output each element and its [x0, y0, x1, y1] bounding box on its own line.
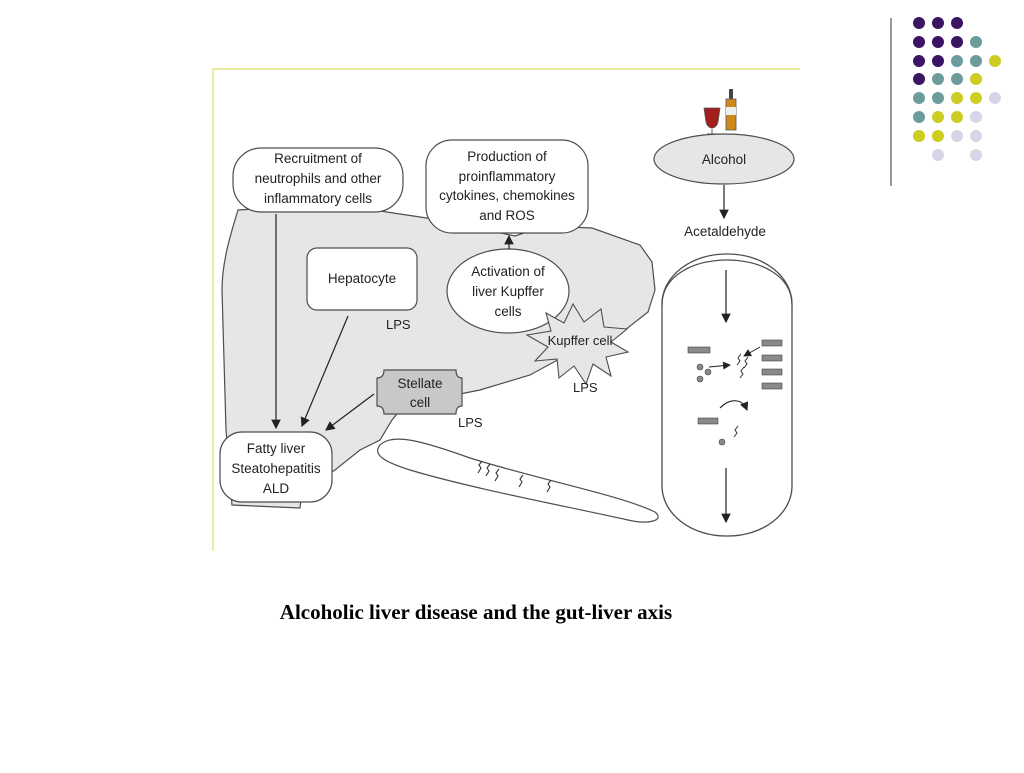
lps-label-stellate: LPS: [458, 415, 483, 430]
kupffer-cell-label: Kupffer cell: [548, 333, 613, 348]
stellate-cell-box: [376, 369, 463, 415]
bacteria-icon: [477, 460, 552, 493]
stellate-line-1: Stellate: [397, 376, 442, 391]
activation-oval: [446, 248, 570, 334]
production-box: [425, 139, 589, 234]
hepatocyte-box: [306, 247, 418, 311]
hepatocyte-label: Hepatocyte: [328, 271, 396, 286]
acetaldehyde-label: Acetaldehyde: [684, 224, 766, 239]
production-line-2: proinflammatory: [459, 169, 556, 184]
recruitment-line-2: neutrophils and other: [255, 171, 382, 186]
lps-label-kupffer: LPS: [573, 380, 598, 395]
activation-line-3: cells: [494, 304, 521, 319]
decorative-dot-grid: [913, 17, 1001, 161]
fatty-liver-box: [219, 431, 333, 503]
wine-glass-icon: [703, 107, 721, 135]
gut-content: [687, 339, 783, 446]
gut-cylinder: [661, 253, 793, 537]
production-line-4: and ROS: [479, 208, 535, 223]
production-line-3: cytokines, chemokines: [439, 188, 575, 203]
activation-line-1: Activation of: [471, 264, 545, 279]
kupffer-cell-star: [525, 302, 630, 386]
fatty-liver-line-1: Fatty liver: [247, 441, 306, 456]
alcohol-label: Alcohol: [702, 152, 746, 167]
fatty-liver-line-2: Steatohepatitis: [231, 461, 321, 476]
activation-line-2: liver Kupffer: [472, 284, 544, 299]
stellate-to-fatty-liver-arrow: [325, 393, 375, 431]
recruitment-box: [232, 147, 404, 213]
recruitment-line-3: inflammatory cells: [264, 191, 372, 206]
gut-cylinder-top-rim: [661, 259, 793, 306]
alcohol-ellipse: [653, 133, 795, 185]
production-line-1: Production of: [467, 149, 547, 164]
fatty-liver-line-3: ALD: [263, 481, 290, 496]
slide-caption: Alcoholic liver disease and the gut-live…: [279, 600, 673, 624]
portal-vessel: [377, 438, 659, 523]
bottle-icon: [725, 89, 737, 131]
recruitment-line-1: Recruitment of: [274, 151, 362, 166]
stellate-line-2: cell: [410, 395, 430, 410]
hepatocyte-to-fatty-liver-arrow: [300, 315, 349, 428]
lps-label-hepatocyte: LPS: [386, 317, 411, 332]
